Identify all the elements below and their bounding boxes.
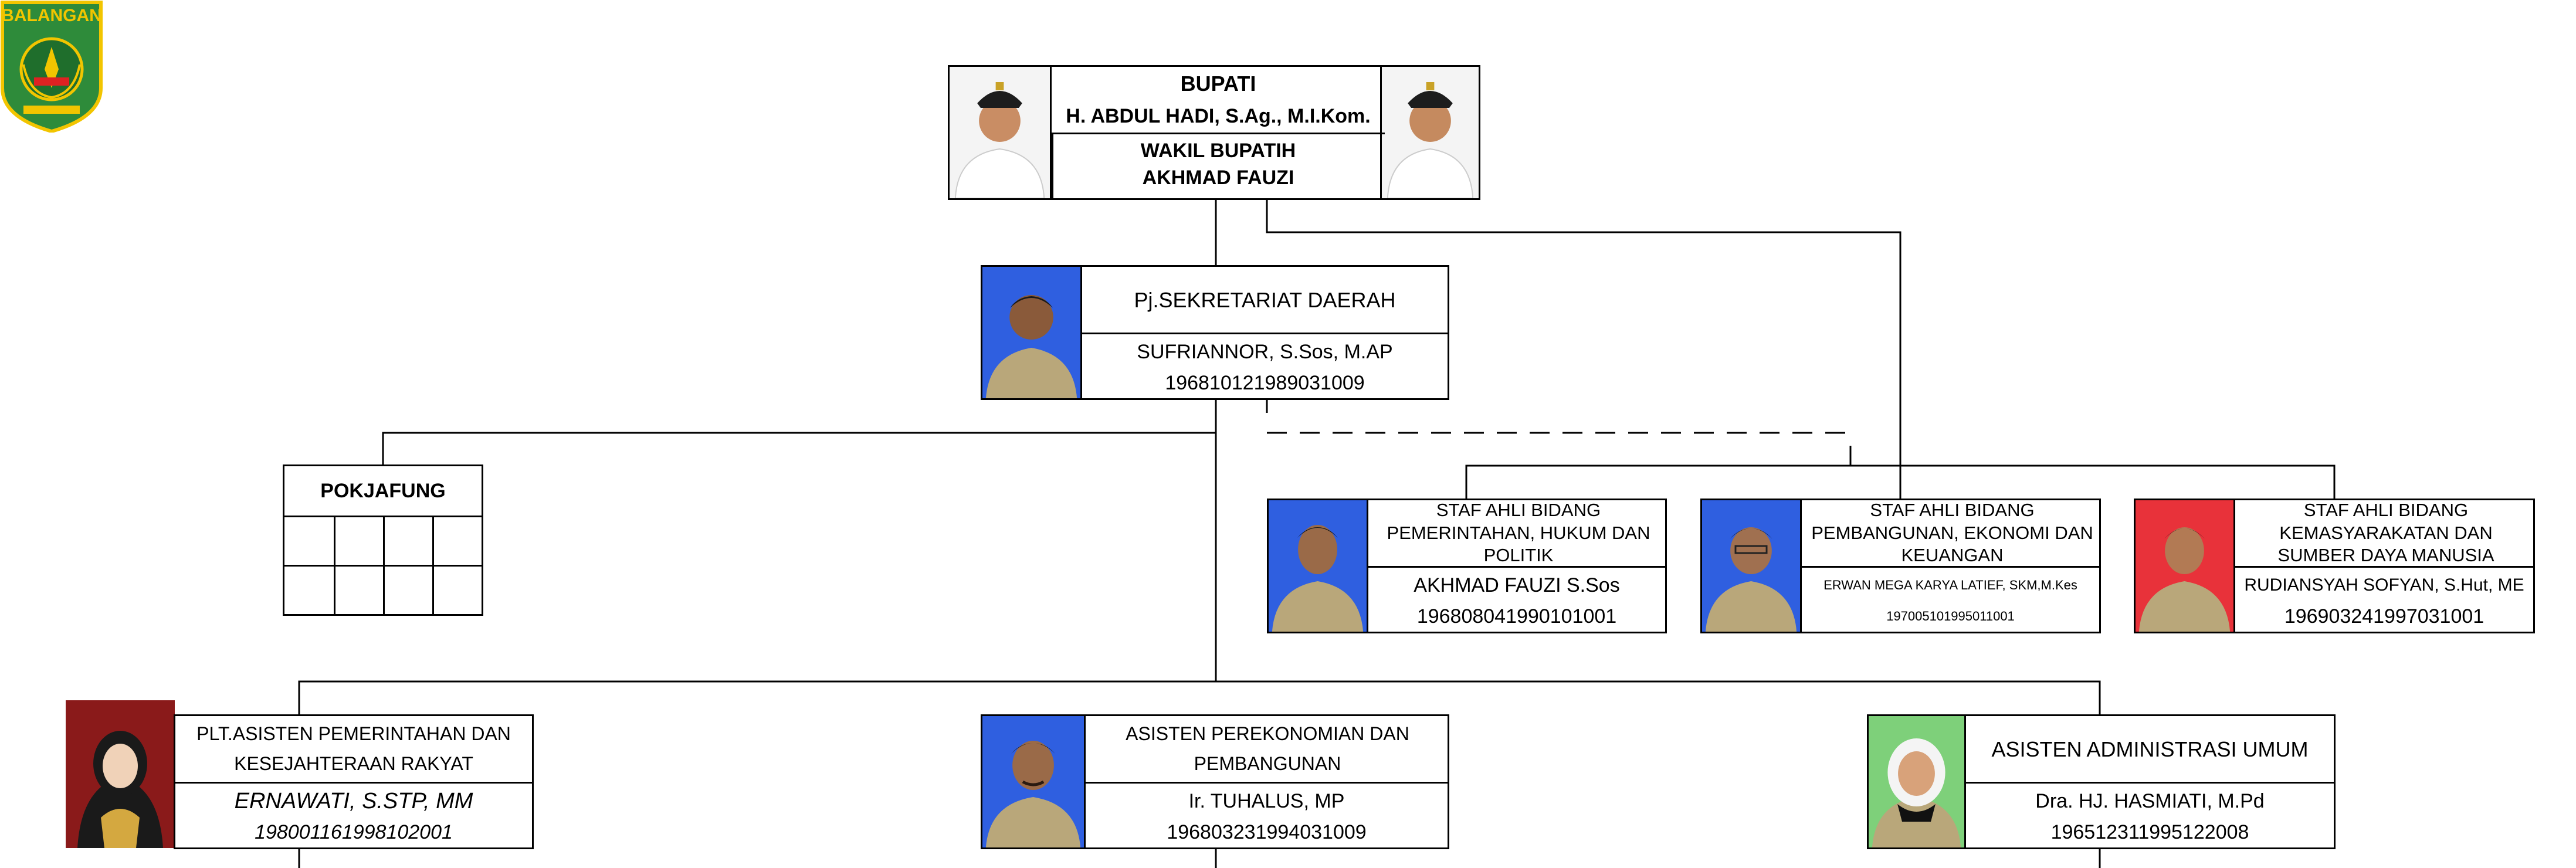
sekda-photo [982,267,1082,398]
assistant-nip-3: 196512311995122008 [2050,820,2249,843]
wakil-bupati-photo [1380,67,1479,198]
assistant-photo-1 [66,700,175,848]
assistant-nip-1: 198001161998102001 [255,820,453,843]
assistant-name-3: Dra. HJ. HASMIATI, M.Pd [2035,789,2265,812]
assistant-box-administrasi: ASISTEN ADMINISTRASI UMUM Dra. HJ. HASMI… [1867,714,2336,849]
bupati-box: BUPATI H. ABDUL HADI, S.Ag., M.I.Kom. WA… [948,65,1480,200]
assistant-box-perekonomian: ASISTEN PEREKONOMIAN DAN PEMBANGUNAN Ir.… [981,714,1449,849]
staff-title-1: STAF AHLI BIDANG PEMERINTAHAN, HUKUM DAN… [1387,499,1650,566]
staff-photo-3 [2136,500,2235,632]
assistant-title-2: ASISTEN PEREKONOMIAN DAN PEMBANGUNAN [1126,723,1409,774]
staff-title-2: STAF AHLI BIDANG PEMBANGUNAN, EKONOMI DA… [1811,499,2093,566]
sekda-nip: 196810121989031009 [1165,371,1365,394]
staff-nip-3: 196903241997031001 [2284,605,2485,628]
pokjafung-title: POKJAFUNG [320,479,446,502]
assistant-name-2: Ir. TUHALUS, MP [1188,789,1345,812]
bupati-title: BUPATI [1180,71,1256,96]
staff-name-1: AKHMAD FAUZI S.Sos [1414,574,1620,596]
staff-box-pembangunan: STAF AHLI BIDANG PEMBANGUNAN, EKONOMI DA… [1700,499,2101,633]
staff-photo-1 [1269,500,1368,632]
pokjafung-box: POKJAFUNG [283,464,483,616]
staff-nip-1: 196808041990101001 [1416,605,1617,628]
regency-seal-icon: BALANGAN [1,1,103,134]
assistant-photo-3 [1869,716,1966,847]
assistant-title-3: ASISTEN ADMINISTRASI UMUM [1991,737,2309,761]
connector-pokjafung [382,432,1216,466]
staff-box-kemasyarakatan: STAF AHLI BIDANG KEMASYARAKATAN DAN SUMB… [2134,499,2535,633]
staff-photo-2 [1702,500,1802,632]
staff-name-2: ERWAN MEGA KARYA LATIEF, SKM,M.Kes [1823,578,2077,593]
assistant-name-1: ERNAWATI, S.STP, MM [234,789,473,814]
regency-logo: BALANGAN [0,0,103,134]
assistant-nip-2: 196803231994031009 [1167,820,1367,843]
sekda-title: Pj.SEKRETARIAT DAERAH [1134,287,1396,312]
bupati-name: H. ABDUL HADI, S.Ag., M.I.Kom. [1066,104,1371,127]
wakil-bupati-title: WAKIL BUPATIH [1140,139,1296,162]
staff-nip-2: 197005101995011001 [1886,609,2015,624]
assistant-box-pemerintahan: PLT.ASISTEN PEMERINTAHAN DAN KESEJAHTERA… [174,714,534,849]
sekda-name: SUFRIANNOR, S.Sos, M.AP [1137,340,1393,363]
wakil-bupati-name: AKHMAD FAUZI [1142,166,1294,189]
bupati-photo [950,67,1052,198]
assistant-photo-2 [982,716,1086,847]
staff-title-3: STAF AHLI BIDANG KEMASYARAKATAN DAN SUMB… [2277,499,2494,566]
connector-bupati-staff [1266,199,1902,466]
staff-name-3: RUDIANSYAH SOFYAN, S.Hut, ME [2244,575,2524,595]
staff-box-pemerintahan: STAF AHLI BIDANG PEMERINTAHAN, HUKUM DAN… [1267,499,1667,633]
logo-text: BALANGAN [1,6,102,25]
assistant-title-1: PLT.ASISTEN PEMERINTAHAN DAN KESEJAHTERA… [196,723,511,774]
connector-assistant-bar [298,680,2101,714]
sekda-box: Pj.SEKRETARIAT DAERAH SUFRIANNOR, S.Sos,… [981,265,1449,400]
